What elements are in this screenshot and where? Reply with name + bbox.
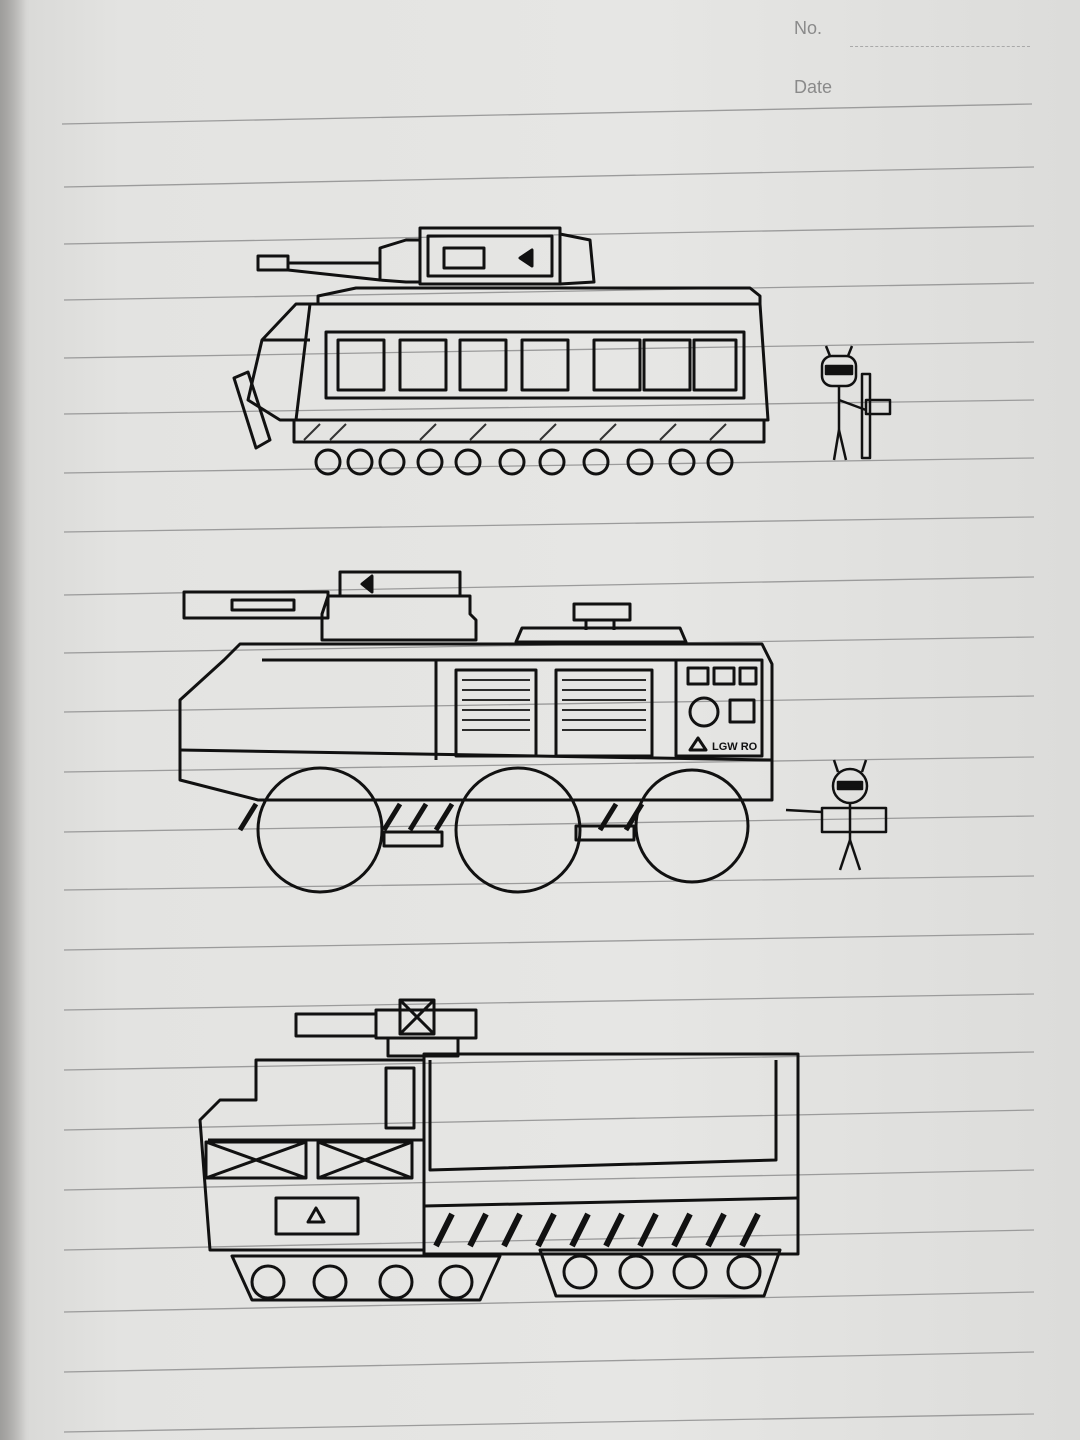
page-spine-shadow [0, 0, 26, 1440]
tracked-apc-drawing [232, 226, 892, 476]
date-label: Date [794, 77, 833, 97]
wheeled-ifv-drawing: LGW RO [178, 570, 888, 894]
soldier-figure-2 [785, 759, 888, 871]
vehicle-panel-label: LGW RO [712, 741, 758, 753]
no-label: No. [794, 18, 823, 38]
no-field-line [850, 46, 1030, 47]
cargo-truck-drawing [198, 998, 800, 1302]
soldier-figure-1 [820, 345, 892, 461]
